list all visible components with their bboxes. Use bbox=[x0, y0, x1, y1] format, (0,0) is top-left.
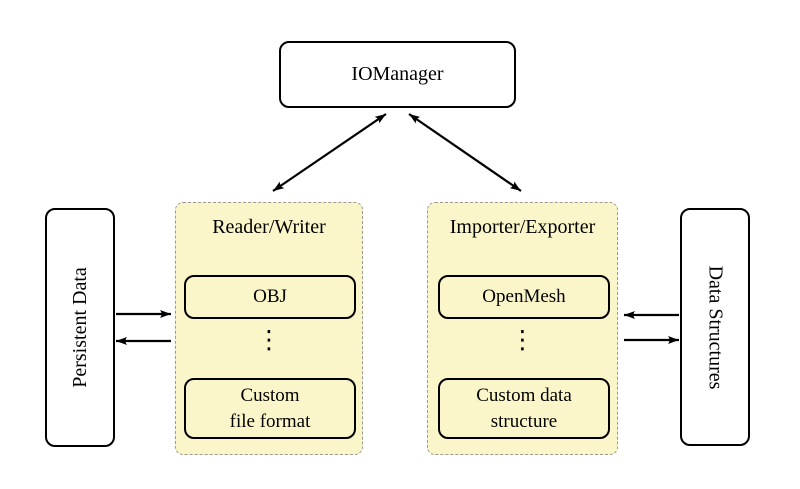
obj-node: OBJ bbox=[184, 275, 356, 319]
reader-writer-panel: Reader/Writer OBJ ⋮ Custom file format bbox=[175, 202, 363, 455]
custom-data-structure-node: Custom data structure bbox=[438, 378, 610, 439]
openmesh-label: OpenMesh bbox=[482, 286, 566, 307]
iomanager-label: IOManager bbox=[351, 63, 444, 85]
data-structures-node: Data Structures bbox=[680, 208, 750, 446]
custom-data-structure-label: Custom data structure bbox=[476, 384, 572, 432]
reader-writer-title: Reader/Writer bbox=[212, 216, 326, 238]
custom-file-format-node: Custom file format bbox=[184, 378, 356, 439]
vertical-ellipsis: ⋮ bbox=[256, 325, 282, 354]
iomanager-node: IOManager bbox=[279, 41, 516, 108]
custom-file-format-label: Custom file format bbox=[229, 384, 311, 432]
importer-exporter-title: Importer/Exporter bbox=[449, 216, 596, 238]
obj-label: OBJ bbox=[253, 286, 287, 307]
persistent-data-label: Persistent Data bbox=[68, 267, 91, 388]
vertical-ellipsis: ⋮ bbox=[510, 325, 535, 354]
data-structures-label: Data Structures bbox=[704, 265, 727, 389]
arrow-iomanager-reader-writer bbox=[272, 113, 387, 192]
openmesh-node: OpenMesh bbox=[438, 275, 610, 319]
importer-exporter-panel: Importer/Exporter OpenMesh ⋮ Custom data… bbox=[427, 202, 618, 455]
persistent-data-node: Persistent Data bbox=[45, 208, 115, 447]
arrow-iomanager-importer-exporter bbox=[408, 113, 522, 192]
